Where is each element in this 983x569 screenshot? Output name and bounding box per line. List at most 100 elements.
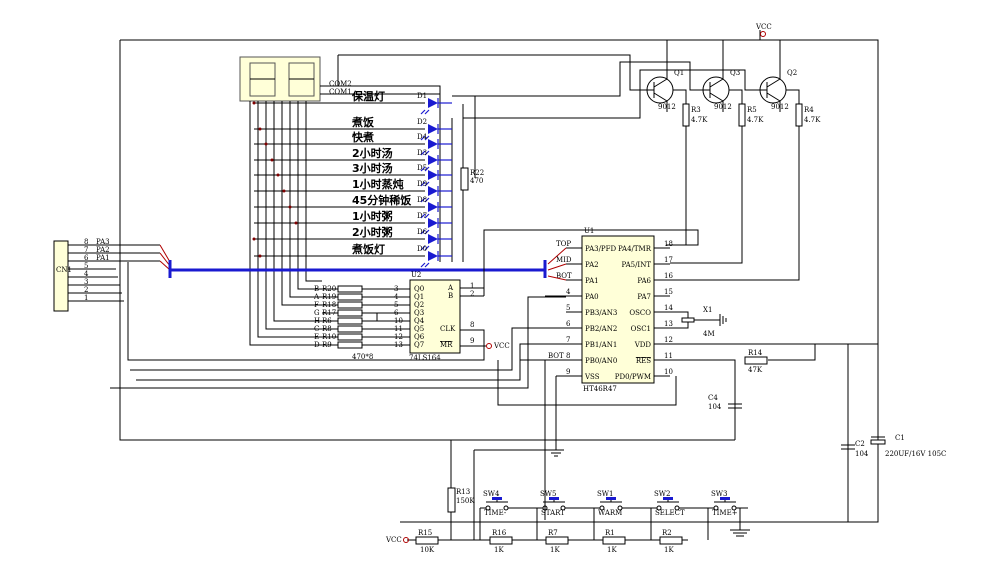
c2-capacitor: C2 104	[841, 440, 869, 458]
u2-pin2: 2	[470, 290, 474, 298]
res-array-label: 470*8	[352, 353, 373, 361]
r14-val: 47K	[748, 366, 763, 374]
mcu-pin-name: PB3/AN3	[585, 309, 617, 317]
u2-output: Q1	[414, 293, 424, 301]
transistor-part: 9012	[771, 103, 789, 111]
led-diode-icon	[428, 124, 438, 134]
mcu-pin-name: PB1/AN1	[585, 341, 617, 349]
segment-resistor: R9	[322, 341, 332, 349]
segment-resistor: R19	[322, 293, 336, 301]
led-ref: D6	[417, 228, 428, 236]
transistor-ref: Q1	[674, 69, 684, 77]
ladder-res-ref: R1	[605, 529, 615, 537]
cn1-pin-num: 3	[84, 278, 88, 286]
segment-letter: C	[314, 325, 319, 333]
led-label: 2小时粥	[352, 225, 393, 239]
u2-output: Q6	[414, 333, 425, 341]
u2-pin-number: 11	[394, 325, 403, 333]
mcu-pin-name: PA1	[585, 277, 599, 285]
r22-resistor: R22 470	[460, 167, 484, 191]
r22-ref: R22	[470, 169, 484, 177]
mcu-pin-name: VDD	[634, 341, 652, 349]
mcu-pin-name: PA0	[585, 293, 599, 301]
r14-resistor: R14 47K	[744, 349, 768, 374]
u1-ref: U1	[584, 227, 594, 235]
mcu-pin-num: 11	[664, 352, 673, 360]
led-label: 2小时汤	[352, 146, 393, 160]
seven-segment-display: COM2 COM1	[239, 56, 441, 346]
x1-val: 4M	[703, 330, 715, 338]
cn1-pin-num: 5	[84, 262, 88, 270]
led-label: 快煮	[351, 130, 374, 144]
u2-mr: MR	[440, 341, 453, 349]
mcu-pin-name: VSS	[584, 373, 600, 381]
led-label: 1小时蒸炖	[352, 177, 404, 191]
ladder-res-val: 1K	[550, 546, 560, 554]
cn1-pin-num: 8	[84, 238, 88, 246]
switch-label: WARM	[598, 509, 622, 517]
cn1-pin-num: 4	[84, 270, 89, 278]
transistor-ref: Q3	[730, 69, 740, 77]
u2-pin-number: 3	[394, 285, 398, 293]
c4-ref: C4	[708, 394, 718, 402]
r14-ref: R14	[748, 349, 763, 357]
u2-pin-number: 13	[394, 341, 403, 349]
ladder-res-ref: R16	[492, 529, 507, 537]
led-wiring	[439, 96, 476, 262]
switch-label: SELECT	[655, 509, 685, 517]
switch-button-icon	[663, 497, 673, 500]
mcu-pin-num: 8	[566, 352, 570, 360]
c1-ref: C1	[895, 434, 905, 442]
mcu-pin-num: 13	[664, 320, 673, 328]
segment-resistor: R18	[322, 301, 336, 309]
led-label: 45分钟稀饭	[352, 193, 411, 207]
led-diode-icon	[428, 139, 438, 149]
mcu-pin-num: 17	[664, 256, 673, 264]
mcu-pin-num: 7	[566, 336, 570, 344]
switch-label: START	[541, 509, 565, 517]
transistor-res-val: 4.7K	[747, 116, 764, 124]
mcu-net-label: BOT	[548, 352, 564, 360]
transistor-res-ref: R3	[691, 106, 701, 114]
switch-button-icon	[606, 497, 616, 500]
u2-output: Q3	[414, 309, 424, 317]
led-diode-icon	[428, 218, 438, 228]
u2-output: Q7	[414, 341, 424, 349]
mcu-pin-name: OSCO	[629, 309, 651, 317]
led-diode-icon	[428, 234, 438, 244]
transistor-res-val: 4.7K	[691, 116, 708, 124]
segment-letter: D	[314, 341, 320, 349]
r22-val: 470	[470, 177, 483, 185]
com2-label: COM2	[329, 80, 352, 88]
led-label: 1小时粥	[352, 209, 393, 223]
led-row: 2小时粥 D6	[252, 225, 452, 251]
outer-frame-wires	[119, 30, 879, 523]
segment-resistor: R20	[322, 285, 336, 293]
led-ref: D1	[417, 92, 427, 100]
segment-resistor: R10	[322, 333, 336, 341]
led-diode-icon	[428, 186, 438, 196]
switch-ref: SW5	[540, 490, 556, 498]
segment-resistor: R8	[322, 325, 332, 333]
cn1-pin-net: PA3	[96, 238, 110, 246]
mcu-net-label: BOT	[556, 272, 572, 280]
main-bus	[168, 260, 547, 278]
u2-output: Q4	[414, 317, 425, 325]
u2-pin-number: 4	[394, 293, 399, 301]
transistor-res-ref: R4	[804, 106, 814, 114]
